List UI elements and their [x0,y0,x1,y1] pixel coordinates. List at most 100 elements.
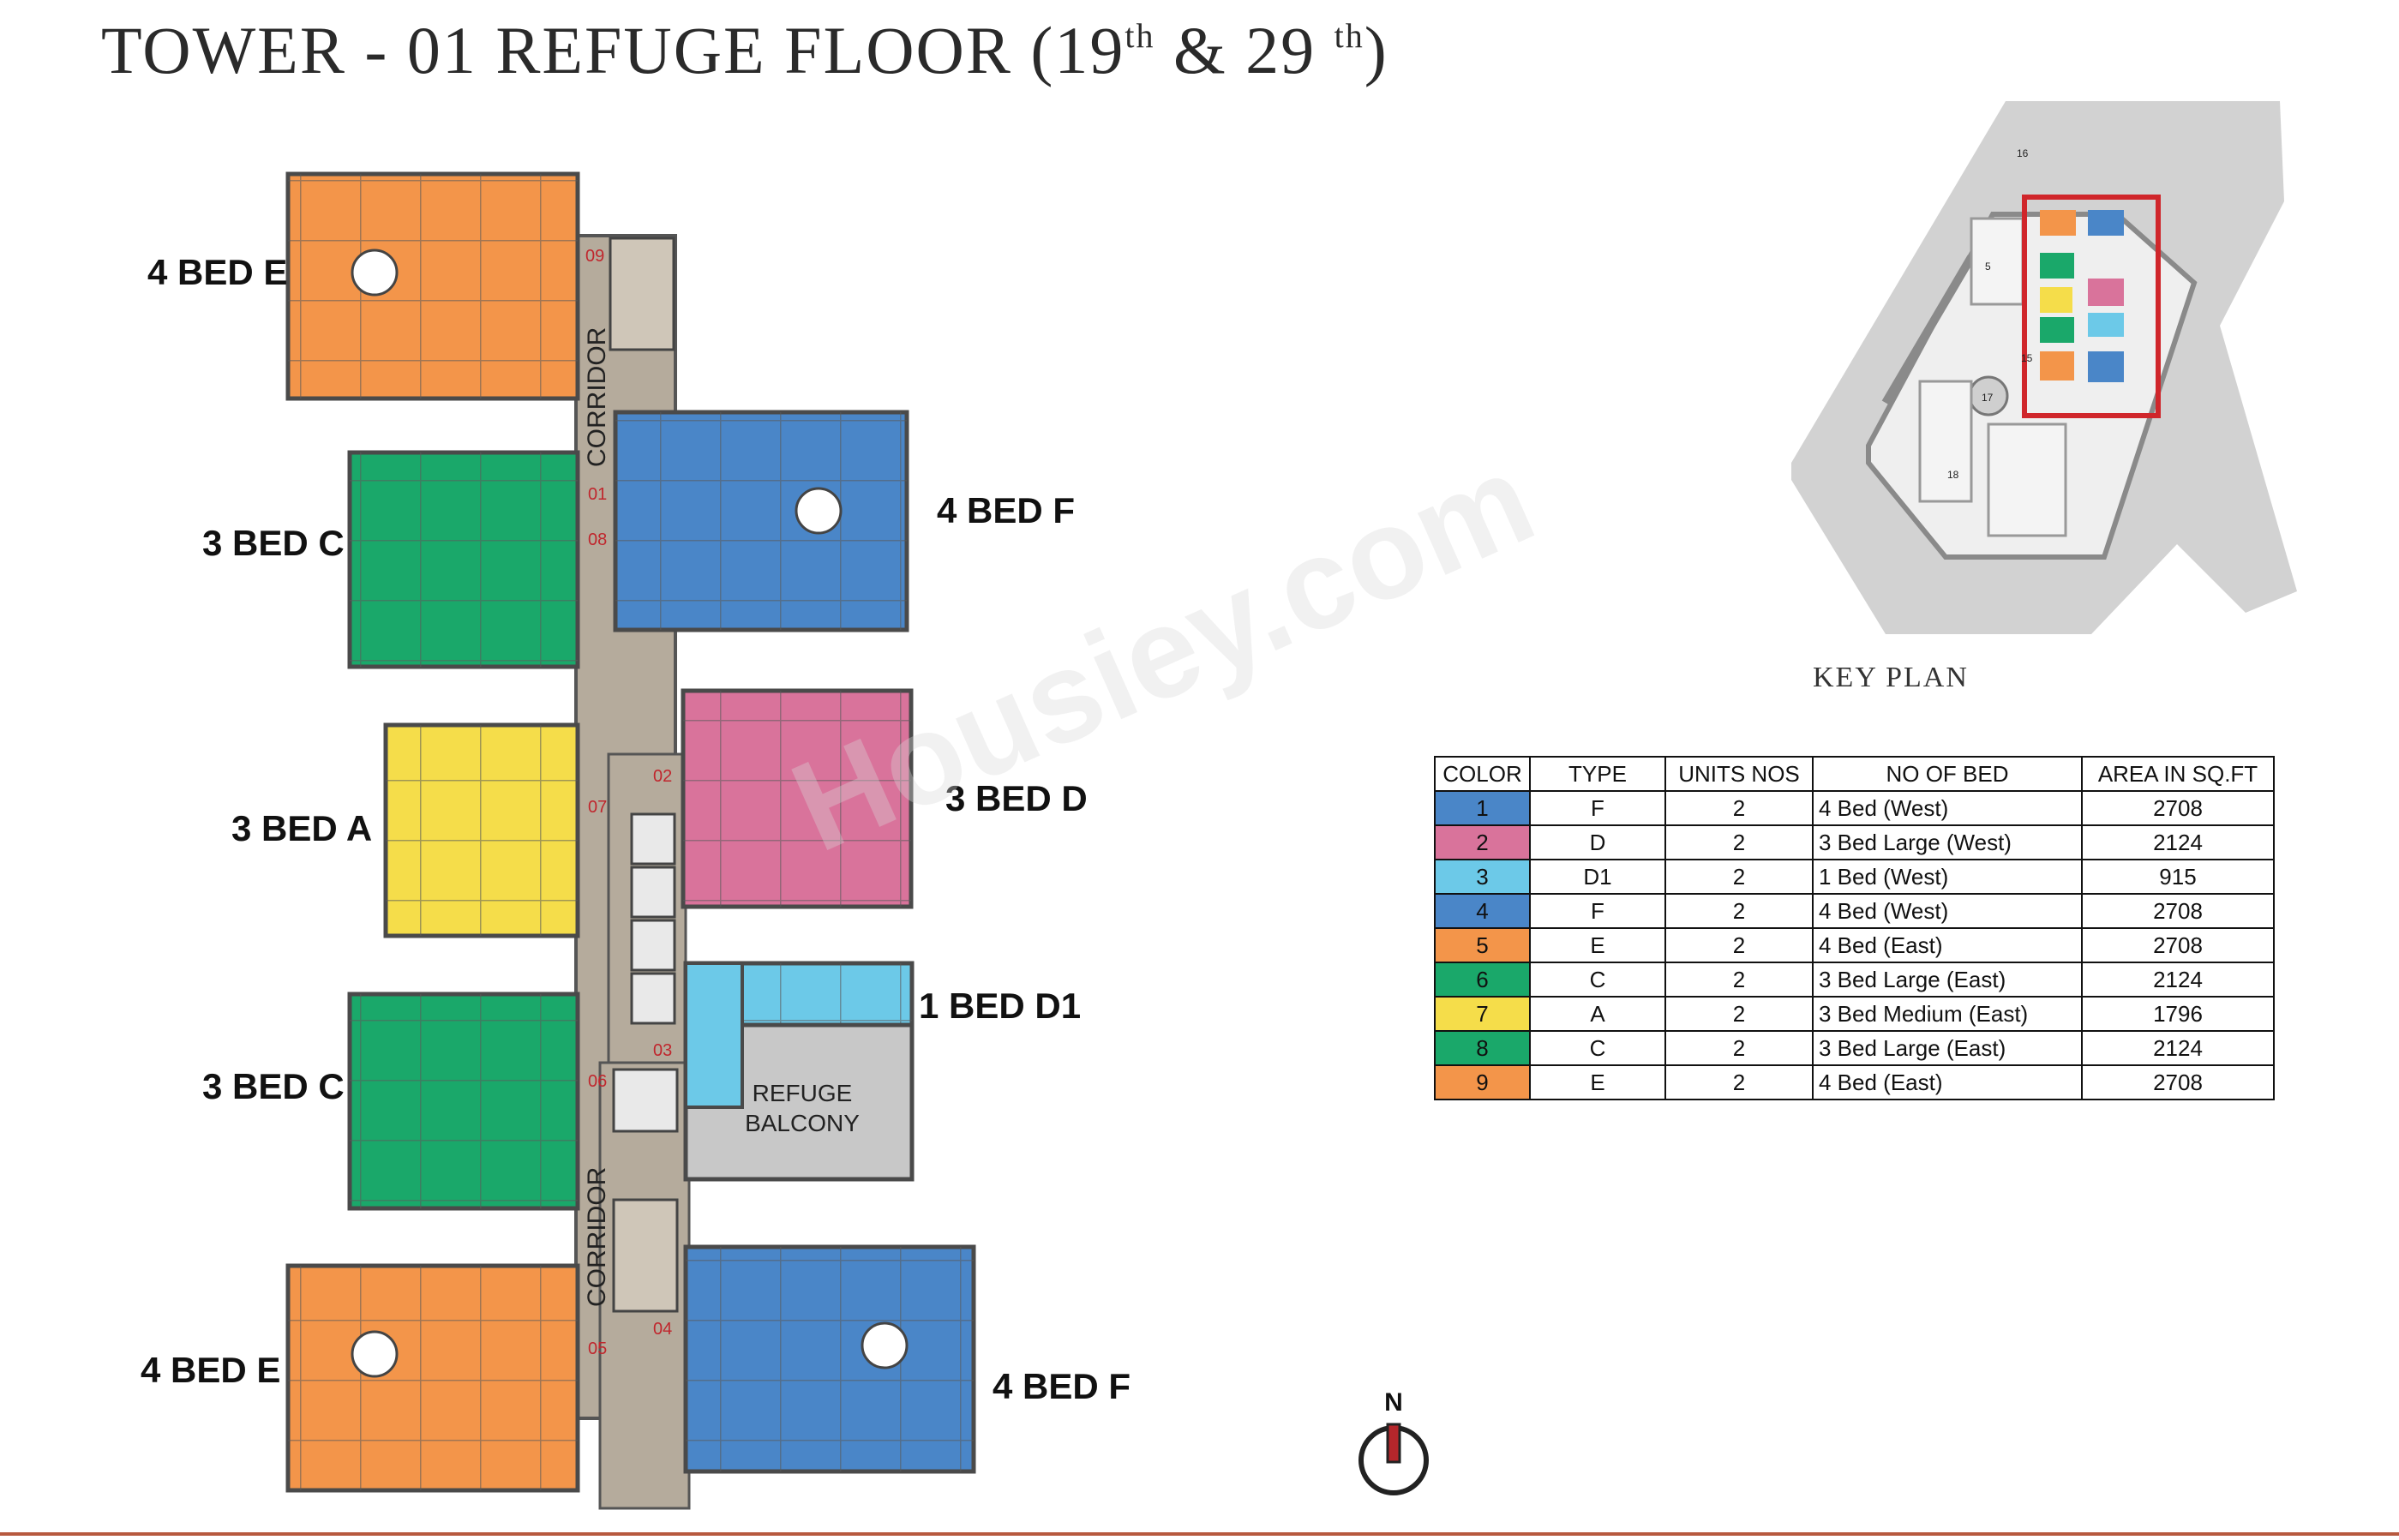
legend-color-swatch: 6 [1434,962,1531,998]
unit-label-1bed-d1: 1 BED D1 [919,986,1082,1026]
legend-units: 2 [1664,927,1814,963]
unit-legend-table: COLOR TYPE UNITS NOS NO OF BED AREA IN S… [1434,756,2275,1100]
bottom-rule [0,1532,2399,1536]
legend-header-type: TYPE [1529,756,1666,792]
key-plan: 16 5 15 17 18 [1791,101,2297,634]
legend-units: 2 [1664,790,1814,826]
legend-color-swatch: 1 [1434,790,1531,826]
legend-area: 2124 [2081,1030,2275,1066]
unit-label-4bed-e-top: 4 BED E [147,252,288,292]
door-number-04: 04 [653,1320,672,1339]
legend-type: F [1529,790,1666,826]
legend-units: 2 [1664,859,1814,895]
legend-area: 2708 [2081,893,2275,929]
unit-label-3bed-a: 3 BED A [231,808,373,848]
legend-bed: 4 Bed (West) [1812,893,2083,929]
legend-bed: 1 Bed (West) [1812,859,2083,895]
legend-units: 2 [1664,893,1814,929]
legend-type: A [1529,996,1666,1032]
unit-9-4bed-e [285,171,580,401]
legend-area: 2708 [2081,790,2275,826]
legend-color-swatch: 4 [1434,893,1531,929]
legend-area: 2708 [2081,927,2275,963]
unit-1-4bed-f [613,410,909,632]
legend-area: 2708 [2081,1064,2275,1100]
legend-type: C [1529,962,1666,998]
legend-type: D1 [1529,859,1666,895]
legend-bed: 3 Bed Large (West) [1812,824,2083,860]
unit-label-4bed-f-top: 4 BED F [937,490,1076,530]
legend-color-swatch: 9 [1434,1064,1531,1100]
legend-header-row: COLOR TYPE UNITS NOS NO OF BED AREA IN S… [1434,756,2275,792]
refuge-label-line2: BALCONY [745,1110,860,1136]
legend-units: 2 [1664,962,1814,998]
tower-number-15: 15 [2021,352,2033,364]
unit-4-4bed-f [683,1244,976,1474]
legend-header-units: UNITS NOS [1664,756,1814,792]
door-number-06: 06 [588,1072,607,1091]
legend-area: 2124 [2081,824,2275,860]
door-number-07: 07 [588,798,607,817]
unit-label-4bed-f-bottom: 4 BED F [993,1366,1131,1406]
legend-bed: 3 Bed Large (East) [1812,1030,2083,1066]
legend-color-swatch: 5 [1434,927,1531,963]
unit-label-3bed-c-top: 3 BED C [202,523,345,563]
door-number-03: 03 [653,1041,672,1060]
title-end: ) [1364,13,1388,87]
legend-units: 2 [1664,824,1814,860]
legend-bed: 4 Bed (East) [1812,927,2083,963]
legend-area: 1796 [2081,996,2275,1032]
tower-number-17: 17 [1982,392,1994,404]
unit-6-3bed-c [347,992,580,1211]
north-compass: N [1358,1388,1429,1495]
unit-8-3bed-c [347,450,580,669]
door-number-01: 01 [588,485,607,504]
key-plan-title: KEY PLAN [1813,662,1969,693]
title-main: TOWER - 01 REFUGE FLOOR (19 [101,13,1125,87]
corridor-label-bottom: CORRIDOR [583,1167,611,1307]
page-title: TOWER - 01 REFUGE FLOOR (19th & 29 th) [101,12,1388,89]
legend-type: E [1529,1064,1666,1100]
legend-type: E [1529,927,1666,963]
legend-type: F [1529,893,1666,929]
tower-number-16: 16 [2017,147,2029,159]
legend-color-swatch: 3 [1434,859,1531,895]
north-letter: N [1384,1388,1403,1417]
door-number-02: 02 [653,767,672,786]
legend-bed: 3 Bed Large (East) [1812,962,2083,998]
legend-area: 915 [2081,859,2275,895]
title-sup-19: th [1125,16,1155,55]
tower-number-5: 5 [1985,261,1991,273]
unit-label-3bed-d: 3 BED D [945,778,1088,818]
legend-area: 2124 [2081,962,2275,998]
legend-header-area: AREA IN SQ.FT [2081,756,2275,792]
legend-color-swatch: 2 [1434,824,1531,860]
legend-units: 2 [1664,1064,1814,1100]
door-number-05: 05 [588,1339,607,1358]
legend-bed: 4 Bed (East) [1812,1064,2083,1100]
legend-bed: 3 Bed Medium (East) [1812,996,2083,1032]
unit-2-3bed-d [681,688,914,909]
legend-type: D [1529,824,1666,860]
title-mid: & 29 [1155,13,1334,87]
legend-header-color: COLOR [1434,756,1531,792]
refuge-label-line1: REFUGE [753,1080,853,1106]
title-sup-29: th [1334,16,1364,55]
legend-type: C [1529,1030,1666,1066]
unit-5-4bed-e [285,1263,580,1493]
unit-label-4bed-e-bottom: 4 BED E [141,1350,281,1390]
legend-color-swatch: 8 [1434,1030,1531,1066]
door-number-08: 08 [588,530,607,549]
legend-header-bed: NO OF BED [1812,756,2083,792]
unit-7-3bed-a [383,722,580,938]
